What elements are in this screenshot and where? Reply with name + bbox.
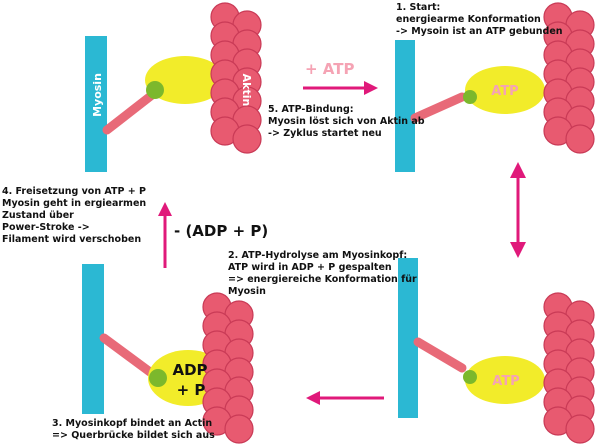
step-4-caption: 4. Freisetzung von ATP + P Myosin geht i…	[2, 186, 146, 246]
myosin-filament-1	[85, 36, 107, 172]
step-5-line-3: -> Zyklus startet neu	[268, 128, 382, 139]
double-arrow-head-up	[510, 162, 526, 178]
step-2-line-3: => energiereiche Konformation für	[228, 274, 417, 285]
step-4-line-3: Zustand über	[2, 210, 74, 221]
step-2-line-2: ATP wird in ADP + P gespalten	[228, 262, 392, 273]
actin-subunit	[565, 414, 595, 444]
actin-filament-2	[543, 2, 595, 154]
step-1-caption: 1. Start: energiearme Konformation -> My…	[396, 2, 563, 38]
double-arrow-head-down	[510, 242, 526, 258]
actin-filament-4	[202, 292, 254, 444]
myosin-neck-3	[413, 337, 467, 373]
myosin-head-2	[465, 66, 545, 114]
myosin-binding-dot-2	[463, 90, 477, 104]
myosin-binding-dot-1	[146, 81, 164, 99]
myosin-head-1	[145, 56, 225, 104]
step-3-caption: 3. Myosinkopf bindet an Actin => Querbrü…	[52, 418, 215, 442]
step-4-line-2: Myosin geht in ergiearmen	[2, 198, 147, 209]
arrow-plus-atp-head	[364, 81, 378, 95]
myosin-neck-2	[410, 92, 467, 123]
adp-label: ADP	[172, 361, 207, 379]
myosin-neck-1	[102, 90, 157, 135]
myosin-filament-3	[398, 258, 418, 418]
step-3-line-2: => Querbrücke bildet sich aus	[52, 430, 215, 441]
step-5-line-1: 5. ATP-Bindung:	[268, 104, 354, 115]
step-4-line-4: Power-Stroke ->	[2, 222, 90, 233]
myosin-head-3	[465, 356, 545, 404]
myosin-binding-dot-4	[149, 369, 167, 387]
myosin-filament-2	[395, 40, 415, 172]
step-4-line-1: 4. Freisetzung von ATP + P	[2, 186, 146, 197]
myosin-label: Myosin	[91, 73, 104, 117]
arrow-up-head	[158, 202, 172, 216]
plus-atp-label: + ATP	[305, 60, 354, 78]
step-2-caption: 2. ATP-Hydrolyse am Myosinkopf: ATP wird…	[228, 250, 417, 298]
step-5-line-2: Myosin löst sich von Aktin ab	[268, 116, 425, 127]
plus-p-label: + P	[177, 381, 206, 399]
step-2-line-1: 2. ATP-Hydrolyse am Myosinkopf:	[228, 250, 408, 261]
step-2-line-4: Myosin	[228, 286, 266, 297]
actin-subunit	[232, 124, 262, 154]
step-1-line-1: 1. Start:	[396, 2, 441, 13]
aktin-label: Aktin	[240, 74, 253, 107]
step-1-line-2: energiearme Konformation	[396, 14, 541, 25]
actin-subunit	[565, 124, 595, 154]
myosin-binding-dot-3	[463, 370, 477, 384]
actin-filament-1	[210, 2, 262, 154]
step-1-line-3: -> Mysoin ist an ATP gebunden	[396, 26, 563, 37]
step-4-line-5: Filament wird verschoben	[2, 234, 142, 245]
minus-adp-p-label: - (ADP + P)	[174, 222, 268, 240]
atp-label-3: ATP	[492, 374, 519, 389]
actin-filament-3	[543, 292, 595, 444]
myosin-neck-4	[99, 333, 155, 377]
actin-subunit	[224, 414, 254, 444]
step-5-caption: 5. ATP-Bindung: Myosin löst sich von Akt…	[268, 104, 425, 140]
step-3-line-1: 3. Myosinkopf bindet an Actin	[52, 418, 213, 429]
atp-label-2: ATP	[491, 84, 518, 99]
arrow-left-head	[306, 391, 320, 405]
myosin-filament-4	[82, 264, 104, 414]
